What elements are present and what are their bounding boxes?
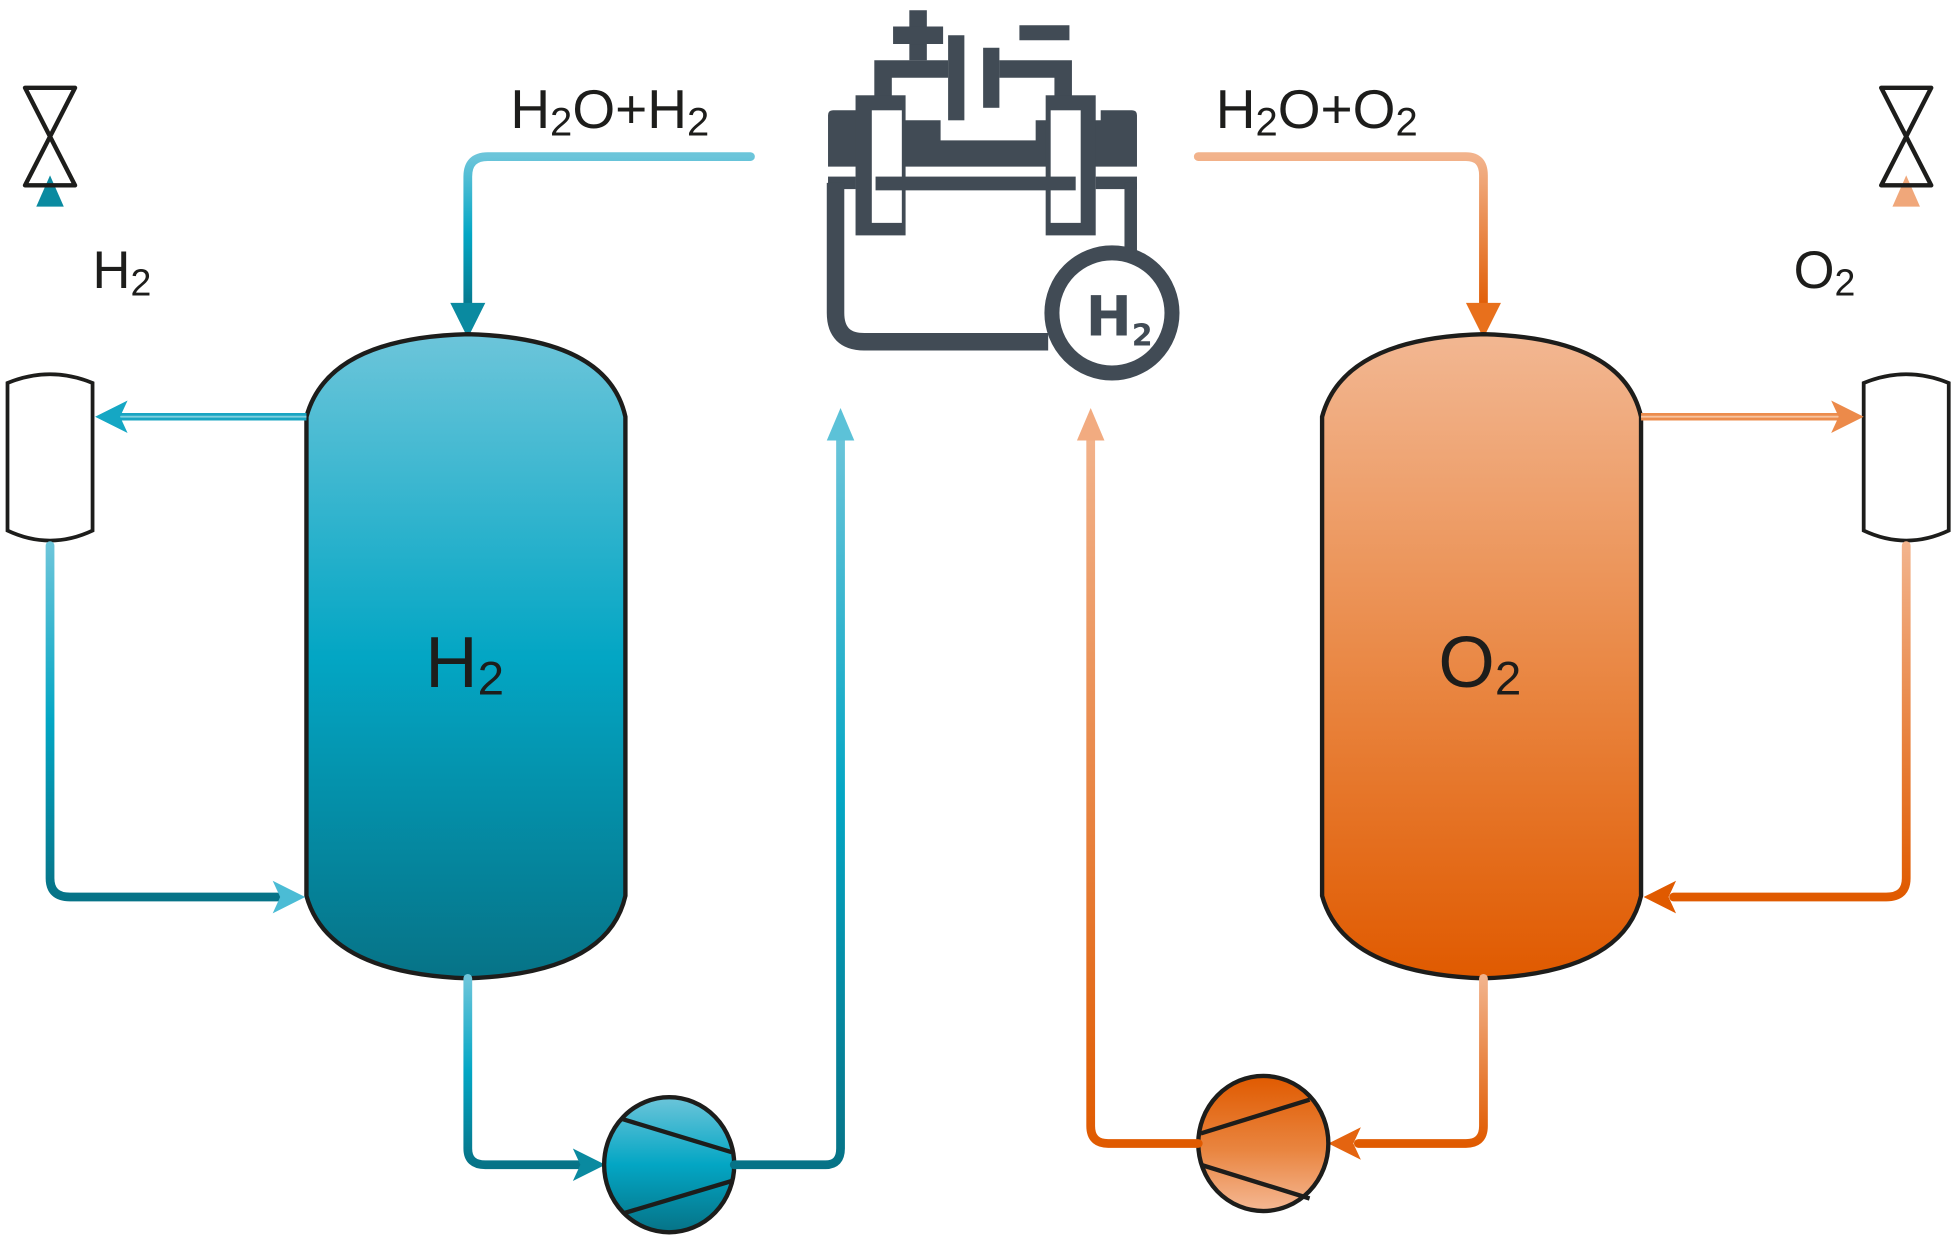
oxygen-separator xyxy=(1861,372,1951,543)
hydrogen-tank-label: H2 xyxy=(425,622,504,706)
electrolyzer-icon: H2 xyxy=(826,10,1180,381)
hydrogen-vent-label: H2 xyxy=(93,241,152,304)
oxygen-pump xyxy=(1196,1073,1331,1214)
oxygen-pump-suction-pipe xyxy=(1353,973,1488,1148)
oxygen-inlet-pipe xyxy=(1193,152,1488,318)
hydrogen-pump-discharge-pipe xyxy=(729,427,845,1170)
arrow-left-icon xyxy=(1328,1127,1361,1160)
hydrogen-pump-suction-pipe xyxy=(463,973,583,1170)
badge-sub: 2 xyxy=(1132,318,1153,353)
arrow-up-icon xyxy=(1892,175,1920,207)
oxygen-vent-valve xyxy=(1879,85,1934,188)
hydrogen-vent-valve xyxy=(22,85,78,188)
oxygen-return-pipe xyxy=(1669,541,1911,902)
arrow-right-icon xyxy=(1831,400,1864,434)
arrow-up-icon xyxy=(1076,407,1105,441)
hydrogen-separator xyxy=(5,372,95,543)
arrow-left-icon xyxy=(95,400,128,434)
oxygen-tank xyxy=(1319,332,1644,981)
minus-icon xyxy=(1019,25,1070,41)
hydrogen-pump xyxy=(601,1094,737,1235)
arrow-down-icon xyxy=(450,302,486,338)
badge-label: H2 xyxy=(1086,284,1153,353)
hydrogen-return-pipe xyxy=(45,541,283,902)
oxygen-vent-label: O2 xyxy=(1794,241,1856,304)
arrow-right-icon xyxy=(572,1148,606,1181)
oxygen-inlet-label: H2O+O2 xyxy=(1216,78,1418,145)
hydrogen-inlet-pipe xyxy=(463,152,755,318)
hydrogen-tank xyxy=(304,332,628,981)
badge-h: H xyxy=(1086,284,1132,348)
arrow-right-icon xyxy=(272,880,306,914)
hydrogen-inlet-label: H2O+H2 xyxy=(510,78,709,145)
arrow-up-icon xyxy=(826,407,855,441)
hydrogen-badge xyxy=(1044,245,1180,381)
oxygen-pump-discharge-pipe xyxy=(1086,427,1203,1148)
arrow-down-icon xyxy=(1465,302,1501,338)
arrow-up-icon xyxy=(36,175,64,207)
oxygen-tank-label: O2 xyxy=(1438,622,1521,706)
arrow-left-icon xyxy=(1643,880,1677,914)
